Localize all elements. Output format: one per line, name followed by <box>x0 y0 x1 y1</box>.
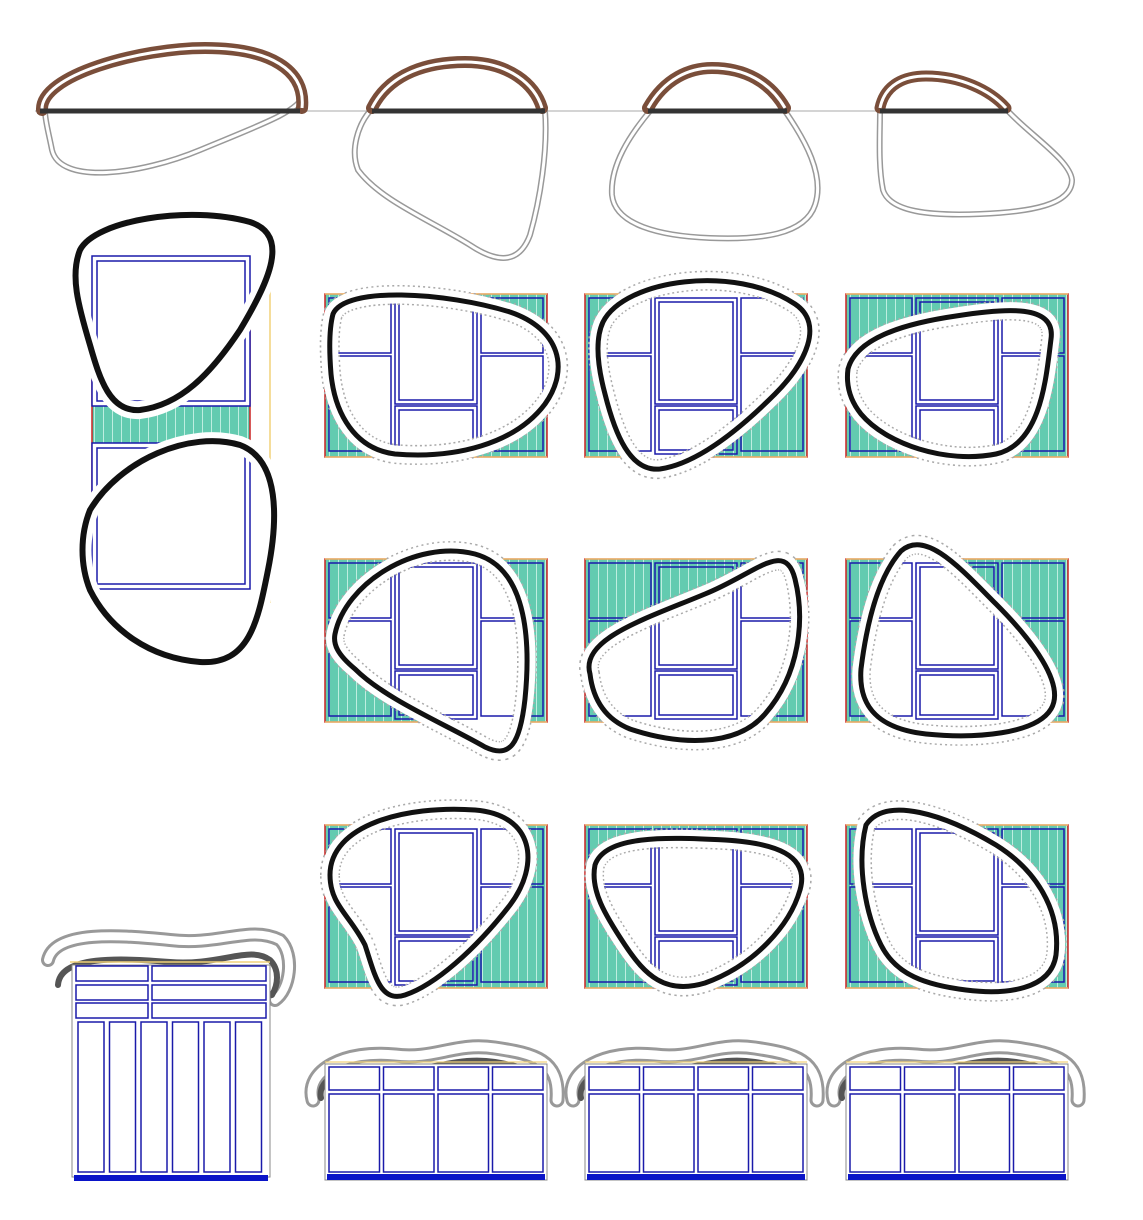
tall-cabinet-door <box>234 1021 263 1173</box>
tall-cabinet-door <box>171 1021 200 1173</box>
tall-cabinet-door <box>108 1021 137 1173</box>
panel-r1-c2 <box>319 284 569 465</box>
panel-r3-c2 <box>319 799 548 1007</box>
cabinet-door <box>588 1093 641 1173</box>
cabinet-door <box>903 1093 956 1173</box>
cabinet-base <box>327 1174 545 1180</box>
panel-r2-c2 <box>324 541 548 761</box>
cabinet-door <box>328 1093 381 1173</box>
cabinet-drawer <box>437 1066 490 1091</box>
cabinet-door <box>382 1093 435 1173</box>
cabinet-door <box>642 1093 695 1173</box>
panel-r3-c4 <box>845 800 1069 1002</box>
cabinet-drawer <box>642 1066 695 1091</box>
tall-cabinet-door <box>77 1021 105 1173</box>
cabinet-drawer <box>1012 1066 1065 1091</box>
cabinet-door <box>958 1093 1011 1173</box>
cap-1 <box>36 41 309 176</box>
tall-unit-upper <box>66 205 282 419</box>
tall-cabinet-door <box>140 1021 168 1173</box>
cabinet-base <box>848 1174 1066 1180</box>
cap-2 <box>351 55 549 261</box>
cabinet-2 <box>564 1039 825 1181</box>
panel-r1-c4 <box>837 293 1069 467</box>
panel-r1-c4-frames <box>849 297 1065 455</box>
panel-r3-c3 <box>584 824 812 997</box>
cabinet-drawer <box>697 1066 750 1091</box>
cabinet-drawer <box>849 1066 902 1091</box>
cabinet-drawer <box>588 1066 641 1091</box>
cabinet-door <box>751 1093 804 1173</box>
cabinet-door <box>437 1093 490 1173</box>
panel-r2-c3 <box>579 550 810 751</box>
cabinet-drawer <box>328 1066 381 1091</box>
panel-r3-c3-frames <box>588 828 804 986</box>
panel-r1-c3 <box>584 270 820 480</box>
cabinet-door <box>697 1093 750 1173</box>
cap-3 <box>608 61 821 242</box>
cabinet-door <box>491 1093 544 1173</box>
cabinet-base <box>587 1174 805 1180</box>
cabinet-door <box>849 1093 902 1173</box>
tall-unit-lower <box>73 432 284 672</box>
cabinet-drawer <box>903 1066 956 1091</box>
cabinet-door <box>1012 1093 1065 1173</box>
cabinet-1 <box>304 1039 565 1181</box>
cap-4 <box>874 70 1076 218</box>
cabinet-drawer <box>491 1066 544 1091</box>
panel-r2-c4 <box>845 534 1069 746</box>
cabinet-tall <box>41 927 297 1181</box>
tall-cabinet-door <box>203 1021 231 1173</box>
cabinet-drawer <box>382 1066 435 1091</box>
cabinet-drawer <box>958 1066 1011 1091</box>
cabinet-drawer <box>751 1066 804 1091</box>
cabinet-3 <box>825 1039 1086 1181</box>
